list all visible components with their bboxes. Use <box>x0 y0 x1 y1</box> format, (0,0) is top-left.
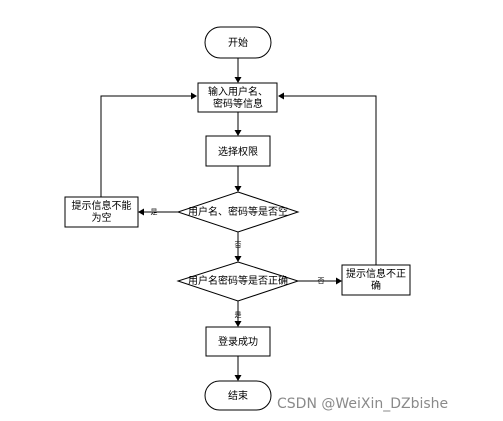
arrowhead <box>234 321 242 327</box>
terminator-shape <box>204 380 272 411</box>
process-shape <box>341 264 411 296</box>
arrowhead <box>234 256 242 262</box>
node-empty-message-line1: 提示信息不能 <box>72 199 132 212</box>
process-shape <box>64 196 139 228</box>
node-login-success: 登录成功 <box>205 326 271 357</box>
node-start: 开始 <box>204 26 272 59</box>
edge-label-empty-no: 否 <box>235 241 242 249</box>
flow-nodes: 开始 输入用户名、 密码等信息 选择权限 用户名、密码等是否空 提示信息不能 为… <box>64 26 411 411</box>
terminator-shape <box>204 26 272 59</box>
edge-label-correct-yes: 是 <box>235 311 242 319</box>
process-shape <box>205 326 271 357</box>
node-select-role-label: 选择权限 <box>218 145 258 158</box>
node-wrong-message: 提示信息不正 确 <box>341 264 411 296</box>
node-input-label-line1: 输入用户名、 <box>208 85 268 98</box>
arrowhead <box>191 92 197 100</box>
node-wrong-message-line2: 确 <box>371 279 381 292</box>
csdn-watermark: CSDN @WeiXin_DZbishe <box>277 396 448 412</box>
edge-wrong-msg-loop <box>284 95 377 265</box>
flow-edges <box>100 58 377 381</box>
edge-labels: 是 否 否 是 <box>151 208 325 319</box>
process-shape <box>205 135 271 167</box>
arrowhead <box>138 208 144 216</box>
arrowhead <box>234 77 242 83</box>
node-check-empty: 用户名、密码等是否空 <box>176 191 300 233</box>
arrowhead <box>336 277 342 285</box>
node-empty-message: 提示信息不能 为空 <box>64 196 139 228</box>
node-login-success-label: 登录成功 <box>218 335 258 348</box>
arrowhead <box>234 130 242 136</box>
node-empty-message-line2: 为空 <box>92 211 112 224</box>
node-end: 结束 <box>204 380 272 411</box>
node-start-label: 开始 <box>228 36 248 49</box>
arrowhead <box>278 92 284 100</box>
edge-empty-msg-loop <box>100 95 191 197</box>
decision-shape <box>176 261 300 302</box>
node-end-label: 结束 <box>228 389 248 402</box>
arrowhead <box>234 186 242 192</box>
node-input-label-line2: 密码等信息 <box>213 97 263 110</box>
node-select-role: 选择权限 <box>205 135 271 167</box>
process-shape <box>197 82 278 113</box>
node-wrong-message-line1: 提示信息不正 <box>346 267 406 280</box>
edge-label-empty-yes: 是 <box>151 208 158 216</box>
node-check-correct-label: 用户名密码等是否正确 <box>188 274 288 287</box>
edge-label-correct-no: 否 <box>318 277 325 285</box>
node-check-correct: 用户名密码等是否正确 <box>176 261 300 302</box>
node-input: 输入用户名、 密码等信息 <box>197 82 278 113</box>
decision-shape <box>176 191 300 233</box>
arrowhead <box>234 375 242 381</box>
node-check-empty-label: 用户名、密码等是否空 <box>188 205 288 218</box>
